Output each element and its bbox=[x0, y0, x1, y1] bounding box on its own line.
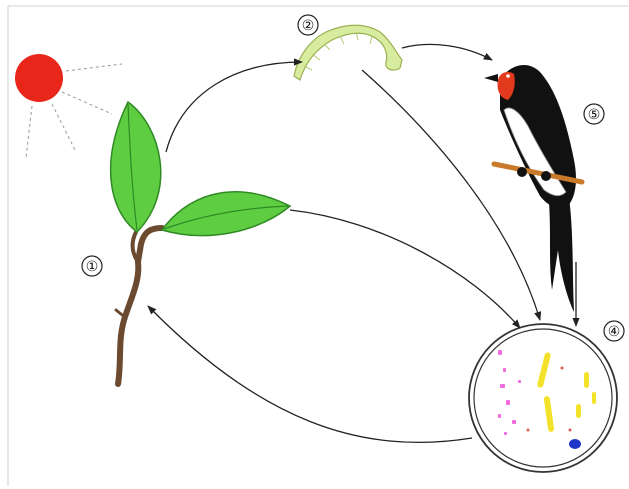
arrow-decomposers-to-plant bbox=[148, 306, 472, 442]
plant-stem bbox=[118, 228, 162, 384]
label-bird: ⑤ bbox=[584, 104, 604, 124]
bird bbox=[484, 65, 582, 312]
label-caterpillar: ② bbox=[298, 15, 318, 35]
arrow-plant-to-caterpillar bbox=[166, 62, 302, 152]
label-bird-text: ⑤ bbox=[588, 107, 601, 123]
plant bbox=[111, 102, 290, 384]
bird-tail bbox=[548, 190, 574, 312]
arrow-caterpillar-to-bird bbox=[402, 44, 492, 60]
bird-beak bbox=[484, 74, 498, 82]
label-plant: ① bbox=[82, 256, 102, 276]
sun bbox=[15, 54, 122, 158]
arrow-plant-to-decomposers bbox=[290, 210, 520, 328]
blue-microbe bbox=[569, 439, 581, 449]
plant-branch bbox=[133, 232, 139, 262]
label-decomposers: ④ bbox=[604, 321, 624, 341]
decomposers bbox=[469, 324, 617, 472]
lower-leaf bbox=[162, 192, 290, 236]
bird-eye bbox=[506, 74, 510, 78]
bird-foot-left bbox=[517, 167, 527, 177]
label-caterpillar-text: ② bbox=[302, 18, 315, 34]
label-plant-text: ① bbox=[86, 259, 99, 275]
decomposer-circle-inner bbox=[474, 329, 612, 467]
label-decomposers-text: ④ bbox=[608, 324, 621, 340]
bird-foot-right bbox=[541, 171, 551, 181]
sun-disc bbox=[15, 54, 63, 102]
upper-leaf bbox=[111, 102, 161, 232]
